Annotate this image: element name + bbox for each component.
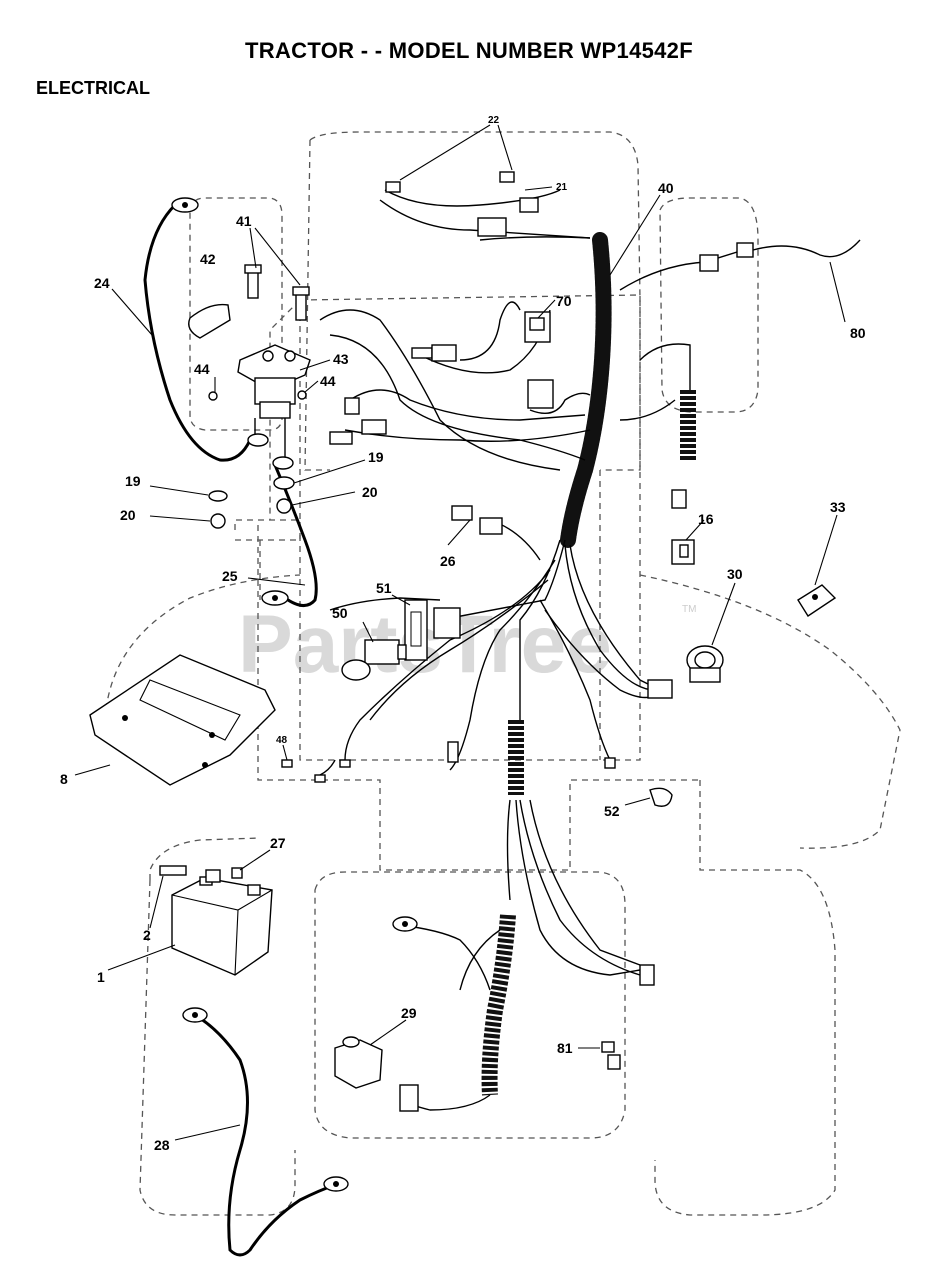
callout-20b: 20: [362, 484, 378, 500]
terminals-48: [281, 759, 351, 783]
switch-81: [601, 1041, 621, 1070]
callout-52: 52: [604, 803, 620, 819]
diode-16: [671, 489, 695, 565]
starter-solenoid-43: [237, 344, 311, 460]
connector-22: [385, 171, 515, 193]
connector-fan: [433, 607, 673, 699]
ring-terminal-24: [171, 197, 199, 213]
callout-27: 27: [270, 835, 286, 851]
callout-21: 21: [556, 182, 568, 193]
part-callouts: 22 21 40 41 42 24 70 80 43 44 44 19 19 2…: [60, 115, 866, 1153]
callout-20a: 20: [120, 507, 136, 523]
connectors-misc: [447, 741, 655, 986]
callout-28: 28: [154, 1137, 170, 1153]
seat-switch-29: [334, 1036, 419, 1112]
callout-44a: 44: [194, 361, 210, 377]
callout-81: 81: [557, 1040, 573, 1056]
bolt-2: [159, 865, 187, 876]
ring-terminal-25: [261, 590, 289, 606]
callout-41: 41: [236, 213, 252, 229]
connector-80: [699, 239, 861, 272]
callout-30: 30: [727, 566, 743, 582]
callout-50: 50: [332, 605, 348, 621]
section-label: ELECTRICAL: [36, 78, 150, 98]
callout-42: 42: [200, 251, 216, 267]
bolt-41: [244, 264, 310, 321]
plate-51: [404, 599, 428, 661]
callout-51: 51: [376, 580, 392, 596]
wiring-harness-loom: [481, 232, 696, 1096]
callout-19a: 19: [125, 473, 141, 489]
callout-33: 33: [830, 499, 846, 515]
leader-lines: [74, 124, 846, 1141]
boot-42: [188, 303, 231, 339]
callout-40: 40: [658, 180, 674, 196]
watermark-trademark: TM: [682, 604, 696, 615]
callout-16: 16: [698, 511, 714, 527]
callout-24: 24: [94, 275, 110, 291]
callout-80: 80: [850, 325, 866, 341]
key-33: [797, 584, 837, 617]
connector-70: [411, 311, 554, 409]
ring-terminal-ground: [392, 916, 418, 932]
ignition-switch-30: [686, 645, 724, 683]
harness-wires: [319, 189, 751, 1111]
callout-22: 22: [488, 115, 500, 126]
battery-cables: [143, 203, 336, 1257]
washers-19-20: [208, 433, 295, 529]
connector-21: [519, 197, 539, 213]
connector-block: [477, 217, 507, 237]
page-title: TRACTOR - - MODEL NUMBER WP14542F: [245, 38, 693, 63]
callout-43: 43: [333, 351, 349, 367]
callout-44b: 44: [320, 373, 336, 389]
callout-1: 1: [97, 969, 105, 985]
tractor-outline: [104, 131, 901, 1216]
callout-25: 25: [222, 568, 238, 584]
callout-29: 29: [401, 1005, 417, 1021]
fuse-holder: [329, 397, 387, 445]
battery-box-8: [89, 654, 276, 786]
callout-26: 26: [440, 553, 456, 569]
ring-terminal-28: [182, 1007, 349, 1192]
callout-19b: 19: [368, 449, 384, 465]
switch-26: [451, 505, 503, 535]
callout-2: 2: [143, 927, 151, 943]
callout-48: 48: [276, 735, 288, 746]
battery-1: [171, 876, 273, 976]
callout-8: 8: [60, 771, 68, 787]
nuts-44: [208, 390, 307, 401]
terminal-52: [649, 787, 673, 807]
callout-70: 70: [556, 293, 572, 309]
nut-27: [205, 867, 243, 883]
switch-50: [341, 639, 407, 681]
